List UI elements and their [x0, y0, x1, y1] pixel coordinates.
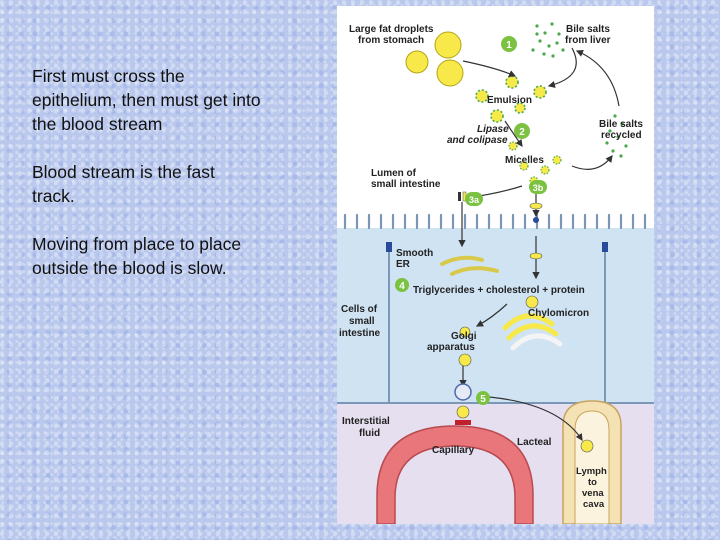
- label-capillary: Capillary: [432, 445, 475, 456]
- step-4-badge: 4: [399, 281, 405, 292]
- label-lipase-1: Lipase: [477, 124, 509, 135]
- label-bile-recycled-2: recycled: [601, 130, 642, 141]
- bile-salts-dots: [531, 22, 628, 158]
- label-bile-salts-2: from liver: [565, 35, 611, 46]
- label-smooth-er-2: ER: [396, 259, 411, 270]
- label-emulsion: Emulsion: [487, 95, 532, 106]
- golgi-apparatus: [502, 313, 563, 351]
- cell-borders: [388, 246, 606, 403]
- label-large-fat-1: Large fat droplets: [349, 24, 434, 35]
- label-lipase-2: and colipase: [447, 135, 508, 146]
- label-lacteal: Lacteal: [517, 437, 552, 448]
- label-cells-3: intestine: [339, 328, 381, 339]
- smooth-er: [440, 255, 499, 276]
- chylomicron-vesicles: [458, 295, 539, 367]
- tight-junction-right: [602, 242, 608, 252]
- label-micelles: Micelles: [505, 155, 544, 166]
- microvilli: [343, 213, 647, 230]
- step-5-badge: 5: [480, 394, 486, 405]
- pathway-arrows: [458, 47, 620, 442]
- large-fat-droplets: [405, 31, 464, 87]
- label-bile-salts-1: Bile salts: [566, 24, 610, 35]
- fatty-acid-marker: [458, 192, 461, 201]
- step-3b-badge: 3b: [533, 183, 544, 193]
- label-golgi-1: Golgi: [451, 331, 477, 342]
- chylomicron-in-lacteal: [580, 439, 594, 453]
- exocytosis-vesicle: [454, 383, 472, 401]
- label-cells-2: small: [349, 316, 375, 327]
- membrane-channel: [533, 217, 539, 223]
- chylomicron-released: [456, 405, 470, 419]
- label-lymph-2: to: [588, 477, 597, 488]
- fat-absorption-diagram: 1 2 3a 3b 4 5 Large fat droplets from st…: [337, 6, 654, 525]
- label-triglycerides: Triglycerides + cholesterol + protein: [413, 285, 585, 296]
- capillary-block-marker: [455, 420, 471, 425]
- paragraph-fast-track: Blood stream is the fast track.: [32, 162, 215, 206]
- label-interstitial-1: Interstitial: [342, 416, 390, 427]
- emulsion-droplets: [475, 75, 547, 123]
- intestinal-cell-layer: [337, 228, 654, 403]
- label-golgi-2: apparatus: [427, 342, 475, 353]
- diagram-svg: 1 2 3a 3b 4 5 Large fat droplets from st…: [337, 22, 654, 525]
- step-1-badge: 1: [506, 40, 512, 51]
- paragraph-slow: Moving from place to place outside the b…: [32, 234, 242, 278]
- label-bile-recycled-1: Bile salts: [599, 119, 643, 130]
- label-smooth-er-1: Smooth: [396, 248, 433, 259]
- step-badges: 1 2 3a 3b 4 5: [395, 36, 547, 405]
- label-lumen-2: small intestine: [371, 179, 441, 190]
- step-2-badge: 2: [519, 127, 525, 138]
- label-lumen-1: Lumen of: [371, 168, 417, 179]
- label-lymph-1: Lymph: [576, 466, 607, 477]
- label-interstitial-2: fluid: [359, 428, 380, 439]
- lacteal-lumen: [574, 410, 610, 525]
- lipid-in-cell: [529, 252, 543, 260]
- lipid-crossing: [529, 202, 543, 210]
- label-lymph-4: cava: [583, 499, 605, 510]
- label-lymph-3: vena: [582, 488, 604, 499]
- step-3a-badge: 3a: [469, 195, 480, 205]
- slide-text: First must cross the epithelium, then mu…: [32, 64, 262, 304]
- label-cells-1: Cells of: [341, 304, 378, 315]
- paragraph-epithelium: First must cross the epithelium, then mu…: [32, 66, 261, 134]
- label-chylomicron: Chylomicron: [528, 308, 589, 319]
- label-large-fat-2: from stomach: [358, 35, 424, 46]
- tight-junction-left: [386, 242, 392, 252]
